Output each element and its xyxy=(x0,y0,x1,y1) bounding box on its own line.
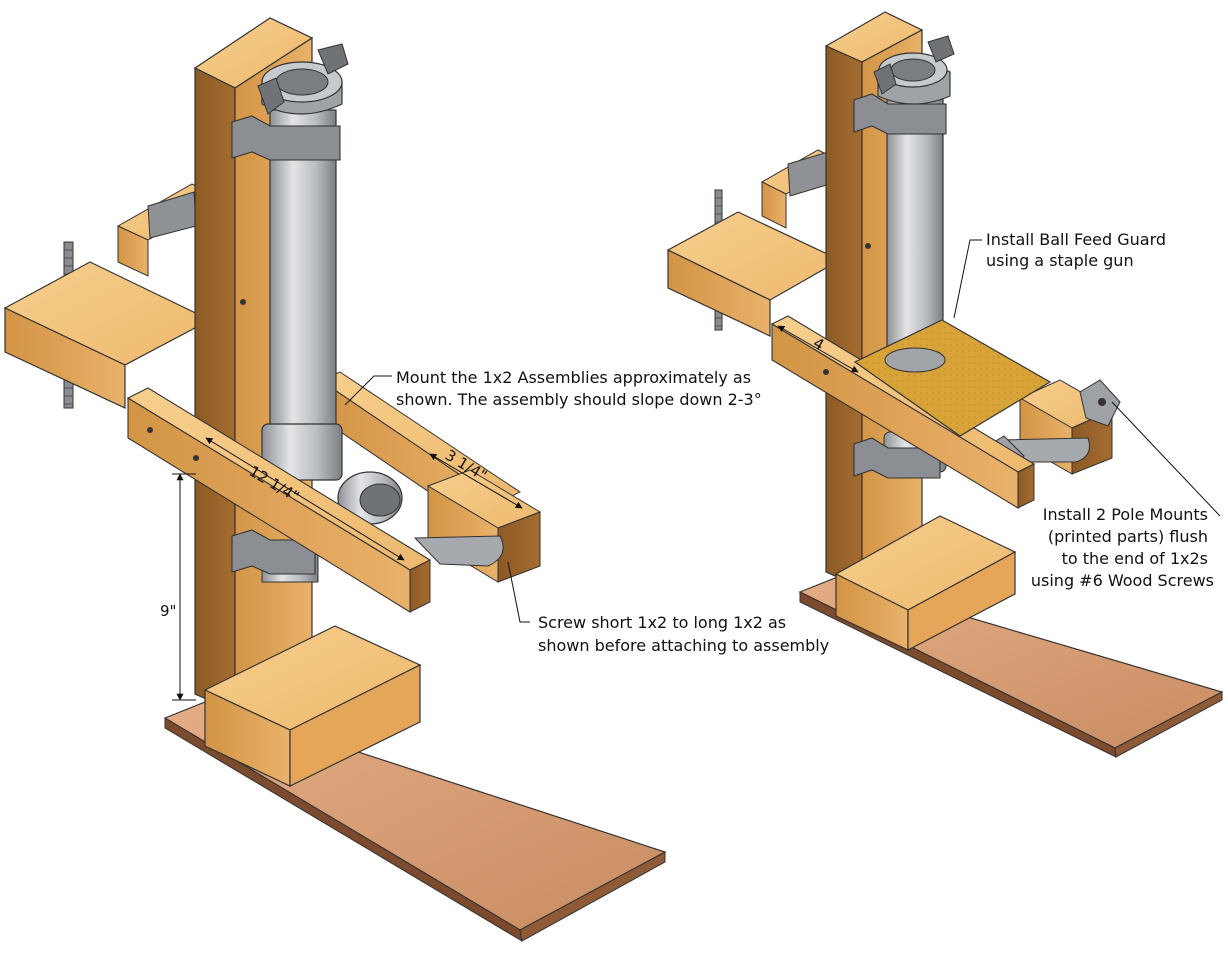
left-front-board xyxy=(3,261,212,409)
left-assembly: 9" 12 1/4" 3 1/4" xyxy=(3,17,667,942)
callout-pole-line-1: Install 2 Pole Mounts xyxy=(1043,505,1208,524)
dim-short-line xyxy=(429,453,523,509)
left-step-block xyxy=(203,625,422,787)
right-top-pole-mount xyxy=(873,35,955,105)
callout-guard-line-1: Install Ball Feed Guard xyxy=(986,230,1166,249)
callout-screw-line-2: shown before attaching to assembly xyxy=(538,636,829,655)
ball-feed-guard xyxy=(853,319,1052,437)
dim-height-label: 9" xyxy=(160,602,176,620)
callout-screw-line-1: Screw short 1x2 to long 1x2 as xyxy=(538,613,786,632)
callout-leaders xyxy=(344,239,1221,623)
left-top-pole-mount xyxy=(257,43,349,115)
left-ball-trough xyxy=(413,535,504,567)
right-front-board xyxy=(666,211,842,337)
callout-pole-line-3: to the end of 1x2s xyxy=(1062,549,1208,568)
callout-pole-mounts: Install 2 Pole Mounts (printed parts) fl… xyxy=(1031,505,1214,590)
callout-pole-line-4: using #6 Wood Screws xyxy=(1031,571,1214,590)
callout-ball-feed-guard: Install Ball Feed Guard using a staple g… xyxy=(986,230,1166,270)
dim-offset-line xyxy=(777,325,859,373)
callout-mount-1x2: Mount the 1x2 Assemblies approximately a… xyxy=(396,368,762,409)
dim-long-line xyxy=(205,437,405,561)
callout-screw-1x2: Screw short 1x2 to long 1x2 as shown bef… xyxy=(538,613,829,655)
right-metal-plate xyxy=(787,151,831,197)
left-metal-plate xyxy=(147,191,197,239)
callout-guard-line-2: using a staple gun xyxy=(986,251,1134,270)
right-step-block xyxy=(834,515,1017,651)
right-back-board xyxy=(760,149,844,229)
right-assembly: 4 xyxy=(666,11,1224,758)
callout-mount-line-1: Mount the 1x2 Assemblies approximately a… xyxy=(396,368,751,387)
callout-mount-line-2: shown. The assembly should slope down 2-… xyxy=(396,390,762,409)
callout-pole-line-2: (printed parts) flush xyxy=(1048,527,1208,546)
